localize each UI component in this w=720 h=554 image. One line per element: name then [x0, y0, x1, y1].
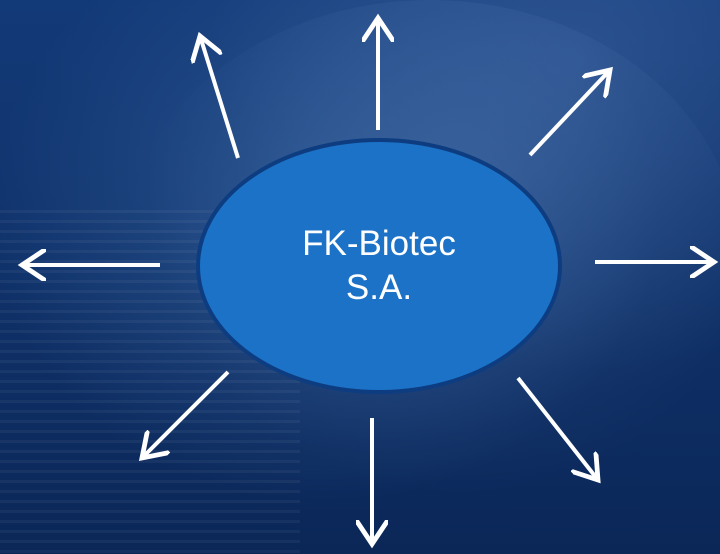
arrow-down-left	[142, 370, 230, 458]
arrow-down-right	[516, 376, 598, 480]
arrow-up-right	[528, 70, 610, 157]
center-node	[196, 138, 562, 394]
center-node-label: FK-Biotec S.A.	[198, 140, 560, 392]
center-node-label-line1: FK-Biotec	[302, 224, 456, 263]
arrow-up-left	[200, 36, 240, 159]
center-node-label-line2: S.A.	[345, 268, 413, 307]
